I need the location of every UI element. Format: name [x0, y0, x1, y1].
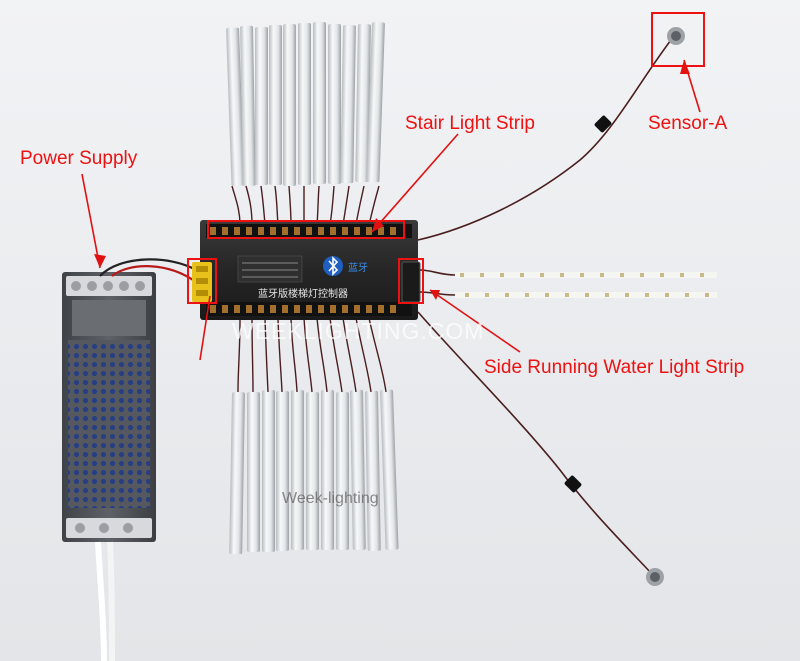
- stair-strip-arrow: [371, 133, 459, 233]
- sensor-cables: [417, 35, 675, 575]
- bluetooth-icon: [323, 256, 343, 276]
- upper-stair-strips: [226, 22, 385, 186]
- sensor-a-highlight-box: [651, 12, 705, 67]
- lower-strip-wires: [237, 317, 387, 393]
- power-supply-arrow: [81, 173, 101, 269]
- side-strip-label: Side Running Water Light Strip: [484, 357, 745, 378]
- power-input-arrow: [199, 295, 211, 361]
- stair-light-strip-label: Stair Light Strip: [405, 113, 535, 134]
- stair-strip-highlight-box: [207, 220, 405, 239]
- lower-stair-strips: [229, 389, 399, 555]
- sensor-a-label: Sensor-A: [648, 113, 728, 134]
- power-input-highlight-box: [187, 258, 217, 304]
- controller-brand-text: 蓝牙: [348, 262, 368, 274]
- sensor-a: [667, 27, 685, 45]
- controller-title-text: 蓝牙版楼梯灯控制器: [258, 287, 348, 300]
- sensor-b: [646, 568, 664, 586]
- power-supply-label: Power Supply: [20, 148, 138, 169]
- controller-unit: 蓝牙 蓝牙版楼梯灯控制器: [192, 220, 421, 320]
- side-strip-arrow: [429, 289, 521, 353]
- power-supply-unit: [62, 272, 156, 661]
- watermark-lower: Week-lighting: [282, 490, 379, 507]
- side-output-highlight-box: [398, 258, 424, 304]
- side-running-strips: [419, 269, 717, 298]
- watermark-center: WEEKLIGHTING.COM: [232, 318, 485, 344]
